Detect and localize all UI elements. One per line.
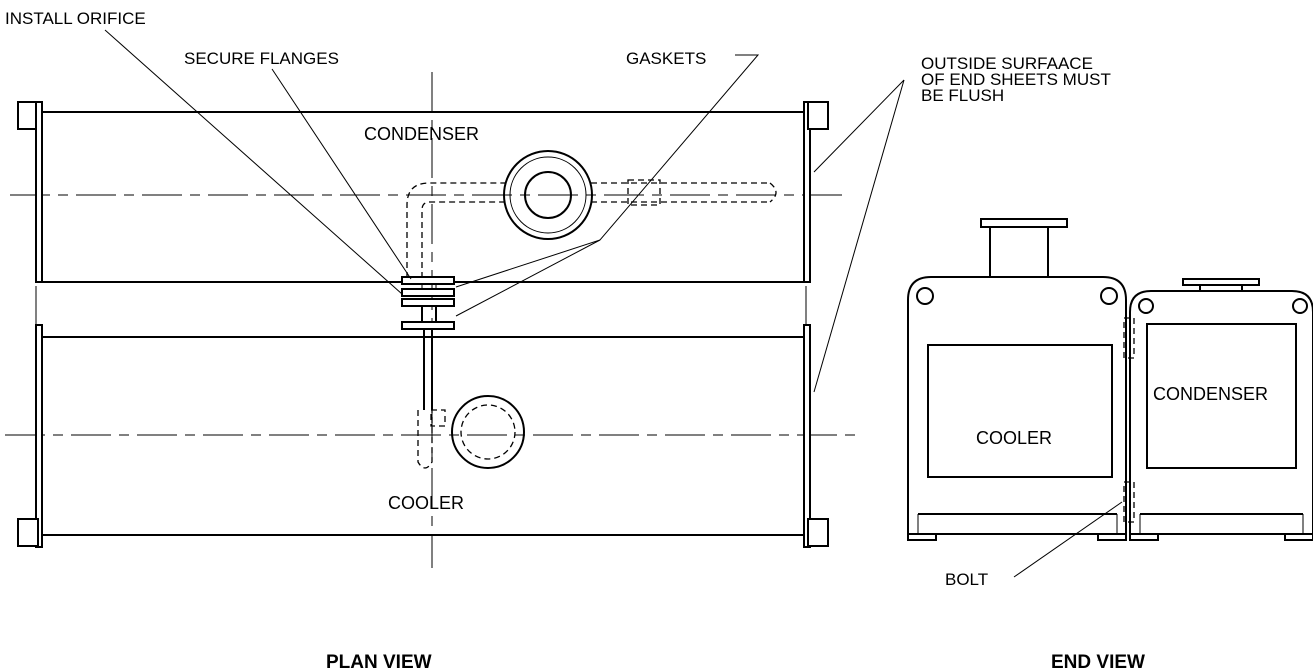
plan-view-title: PLAN VIEW bbox=[326, 652, 432, 671]
condenser-end-sheet-tab-top-right bbox=[807, 101, 829, 130]
end-cooler-nozzle-flange bbox=[980, 218, 1068, 228]
end-view: COOLER CONDENSER BOLT bbox=[907, 218, 1313, 589]
install-orifice-leader bbox=[104, 29, 403, 295]
flush-note-leader-1 bbox=[813, 79, 905, 173]
end-condenser-hole-right bbox=[1292, 298, 1308, 314]
gaskets-label: GASKETS bbox=[626, 49, 706, 68]
condenser-end-sheet-left bbox=[35, 101, 43, 283]
flush-note-line-1: OUTSIDE SURFAACE bbox=[921, 54, 1093, 73]
end-condenser: CONDENSER bbox=[1129, 278, 1313, 541]
gaskets-leader-1 bbox=[455, 54, 760, 288]
install-orifice-label: INSTALL ORIFICE bbox=[5, 9, 146, 28]
end-cooler-nozzle-neck bbox=[989, 226, 1049, 278]
flange-4 bbox=[401, 321, 455, 330]
bolt-label: BOLT bbox=[945, 570, 988, 589]
end-condenser-hole-left bbox=[1138, 298, 1154, 314]
cooler-nozzle-inner-hidden bbox=[460, 404, 516, 460]
end-cooler-hole-right bbox=[1100, 287, 1118, 305]
end-cooler: COOLER bbox=[907, 218, 1127, 541]
condenser-pipe-fitting bbox=[627, 179, 661, 206]
flange-3 bbox=[401, 298, 455, 307]
end-cooler-body bbox=[907, 276, 1127, 535]
secure-flanges-label: SECURE FLANGES bbox=[184, 49, 339, 68]
end-condenser-panel bbox=[1146, 323, 1297, 469]
secure-flanges-leader bbox=[271, 68, 412, 280]
plan-condenser-label: CONDENSER bbox=[364, 124, 479, 144]
end-cooler-foot-left bbox=[907, 533, 937, 541]
end-bolt-lower bbox=[1123, 481, 1135, 523]
gaskets-leader-2 bbox=[455, 239, 601, 317]
end-cooler-foot-right bbox=[1097, 533, 1127, 541]
condenser-nozzle-inner bbox=[524, 171, 572, 219]
condenser-nozzle-outer bbox=[503, 150, 593, 240]
plan-view: INSTALL ORIFICE SECURE FLANGES GASKETS O… bbox=[5, 9, 1111, 568]
condenser-pipe-end-cap bbox=[769, 182, 777, 203]
cooler-end-sheet-tab-bottom-right bbox=[807, 518, 829, 547]
orifice-flange-assembly bbox=[401, 276, 455, 330]
cooler-nozzle-outer bbox=[451, 395, 525, 469]
end-bolt-upper bbox=[1123, 317, 1135, 359]
end-view-title: END VIEW bbox=[1051, 652, 1145, 671]
cooler-pipe-hidden-end bbox=[417, 410, 433, 469]
plan-cooler-label: COOLER bbox=[388, 493, 464, 513]
condenser-pipe-outer-edge bbox=[406, 182, 505, 278]
end-cooler-panel bbox=[927, 344, 1113, 478]
condenser-pipe-inner-edge bbox=[421, 201, 505, 278]
end-cooler-label: COOLER bbox=[976, 428, 1052, 448]
end-cooler-hole-left bbox=[916, 287, 934, 305]
condenser-nozzle-mid bbox=[509, 156, 587, 234]
end-condenser-foot-right bbox=[1284, 533, 1313, 541]
cooler-end-sheet-right bbox=[803, 324, 811, 548]
bolt-leader bbox=[1013, 501, 1123, 578]
end-condenser-label: CONDENSER bbox=[1153, 384, 1268, 404]
end-condenser-foot-left bbox=[1129, 533, 1159, 541]
cooler-end-sheet-left bbox=[35, 324, 43, 548]
flush-note-line-2: OF END SHEETS MUST bbox=[921, 70, 1111, 89]
cooler-pipe-fitting bbox=[430, 409, 446, 427]
flange-2 bbox=[401, 288, 455, 297]
flush-note-line-3: BE FLUSH bbox=[921, 86, 1004, 105]
flush-note-leader-2 bbox=[813, 79, 905, 393]
cooler-end-sheet-tab-bottom-left bbox=[17, 518, 39, 547]
flange-1 bbox=[401, 276, 455, 285]
end-condenser-body bbox=[1129, 290, 1313, 535]
